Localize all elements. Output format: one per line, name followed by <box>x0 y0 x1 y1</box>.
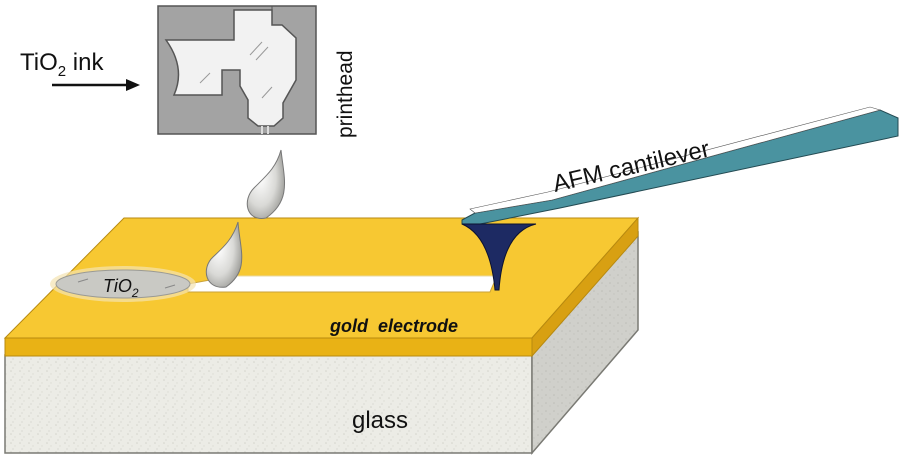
droplet-upper <box>246 149 286 219</box>
afm-cantilever <box>461 106 899 291</box>
tio2-spot: TiO2 <box>50 266 196 302</box>
tio2-ink-label: TiO2 ink <box>20 49 104 80</box>
ink-droplets <box>205 149 286 288</box>
gold-electrode-label: gold electrode <box>329 316 458 336</box>
droplet-lower <box>205 221 243 288</box>
glass-substrate <box>4 230 639 456</box>
gold-front-face <box>4 337 533 357</box>
printhead-label: printhead <box>334 50 357 138</box>
ink-arrow <box>52 79 140 91</box>
printhead <box>157 5 317 135</box>
glass-front-face <box>4 354 533 454</box>
gold-electrode <box>3 216 640 358</box>
glass-label: glass <box>352 407 408 434</box>
gold-side-face <box>531 216 639 358</box>
tio2-spot-label: TiO2 <box>103 276 139 300</box>
afm-tip <box>461 223 537 291</box>
cantilever-white-strip <box>469 106 882 214</box>
